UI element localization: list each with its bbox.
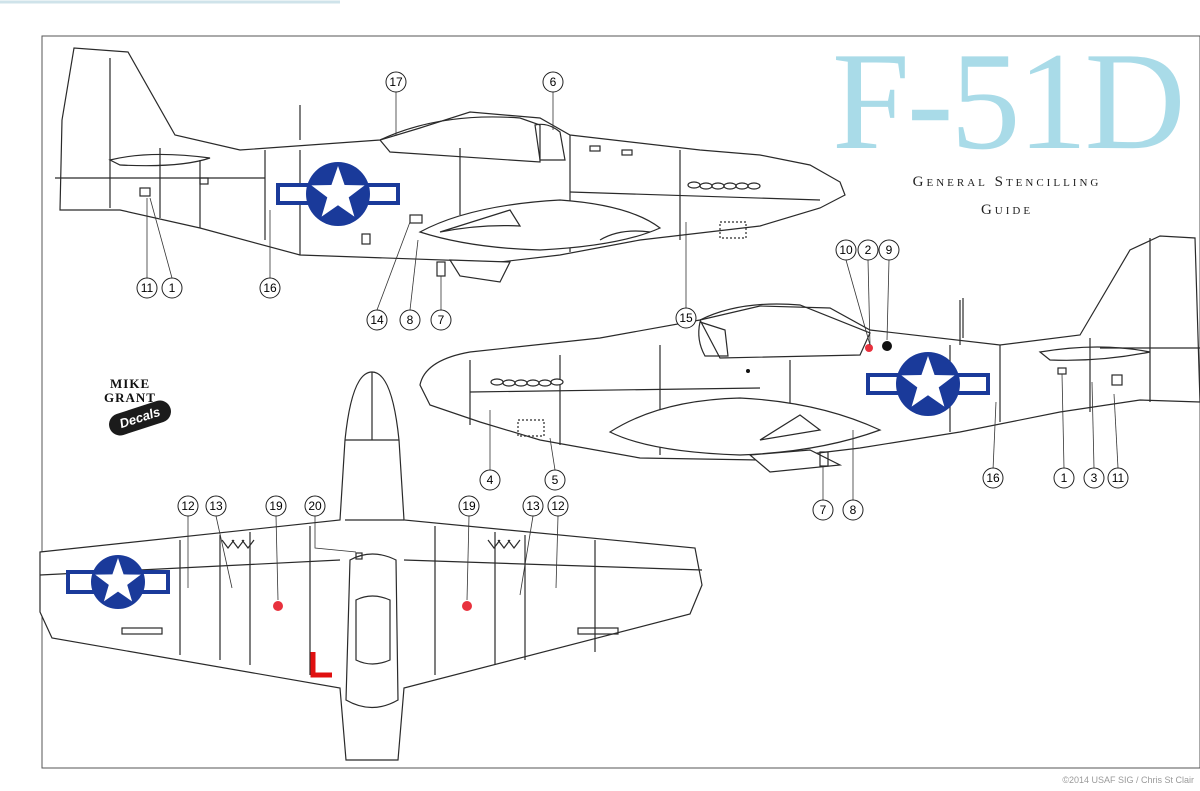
- callout-9: 9: [878, 239, 900, 261]
- callout-5: 5: [544, 469, 566, 491]
- callout-15: 15: [675, 307, 697, 329]
- svg-text:13: 13: [209, 499, 223, 513]
- svg-text:7: 7: [438, 313, 445, 327]
- leader-lines: [146, 92, 1119, 601]
- svg-text:20: 20: [308, 499, 322, 513]
- svg-text:3: 3: [1091, 471, 1098, 485]
- svg-text:7: 7: [820, 503, 827, 517]
- callout-7-right: 7: [812, 499, 834, 521]
- svg-text:16: 16: [263, 281, 277, 295]
- callout-3: 3: [1083, 467, 1105, 489]
- callout-1-right: 1: [1053, 467, 1075, 489]
- subtitle-line-2: Guide: [980, 202, 1034, 218]
- callout-17: 17: [385, 71, 407, 93]
- svg-text:2: 2: [865, 243, 872, 257]
- svg-text:14: 14: [370, 313, 384, 327]
- brand-word-2: GRANT: [104, 390, 156, 405]
- svg-text:5: 5: [552, 473, 559, 487]
- brand-word-1: MIKE: [110, 376, 151, 391]
- svg-text:17: 17: [389, 75, 403, 89]
- svg-text:11: 11: [1112, 471, 1125, 485]
- diagram-frame: [41, 35, 1200, 769]
- svg-text:8: 8: [850, 503, 857, 517]
- svg-text:10: 10: [839, 243, 853, 257]
- callout-19: 19: [265, 495, 287, 517]
- callout-16-right: 16: [982, 467, 1004, 489]
- callout-13-right: 13: [522, 495, 544, 517]
- svg-text:1: 1: [169, 281, 176, 295]
- callout-19-right: 19: [458, 495, 480, 517]
- callout-11-right: 11: [1107, 467, 1129, 489]
- callout-2: 2: [857, 239, 879, 261]
- svg-text:11: 11: [141, 281, 154, 295]
- svg-text:12: 12: [551, 499, 565, 513]
- callout-1: 1: [161, 277, 183, 299]
- svg-text:13: 13: [526, 499, 540, 513]
- callout-16: 16: [259, 277, 281, 299]
- callout-12: 12: [177, 495, 199, 517]
- svg-text:12: 12: [181, 499, 195, 513]
- svg-text:4: 4: [487, 473, 494, 487]
- brand-logo: MIKE GRANT Decals: [104, 376, 178, 439]
- right-side-view: [419, 235, 1200, 473]
- callout-20: 20: [304, 495, 326, 517]
- svg-text:8: 8: [407, 313, 414, 327]
- svg-text:1: 1: [1061, 471, 1068, 485]
- callout-6: 6: [542, 71, 564, 93]
- callout-13: 13: [205, 495, 227, 517]
- callout-8-right: 8: [842, 499, 864, 521]
- callout-7: 7: [430, 309, 452, 331]
- callout-4: 4: [479, 469, 501, 491]
- callout-8: 8: [399, 309, 421, 331]
- subtitle-line-1: General Stencilling: [912, 174, 1102, 190]
- plan-view: [39, 371, 703, 761]
- svg-text:15: 15: [679, 311, 693, 325]
- svg-text:19: 19: [269, 499, 283, 513]
- page-title: F-51D: [832, 24, 1186, 179]
- svg-text:6: 6: [550, 75, 557, 89]
- callout-11: 11: [136, 277, 158, 299]
- callout-12-right: 12: [547, 495, 569, 517]
- svg-text:9: 9: [886, 243, 893, 257]
- callout-14: 14: [366, 309, 388, 331]
- left-side-view: [55, 47, 846, 283]
- copyright-credit: ©2014 USAF SIG / Chris St Clair: [1062, 775, 1194, 785]
- walkway-marking: [310, 652, 332, 678]
- svg-text:16: 16: [986, 471, 1000, 485]
- svg-text:19: 19: [462, 499, 476, 513]
- callout-markers: 17 6 11 1 16 14 8 7 15 10 2 9 4 5 16 1 3…: [136, 71, 1129, 521]
- callout-10: 10: [835, 239, 857, 261]
